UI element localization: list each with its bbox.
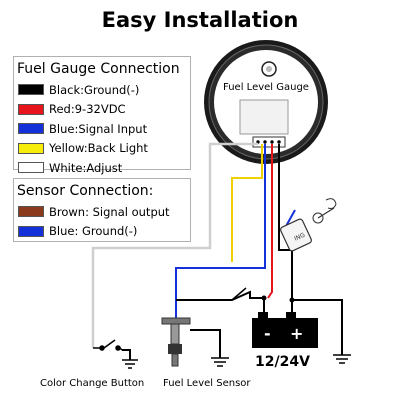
ground-icon [122,359,138,369]
fuel-level-sensor-caption: Fuel Level Sensor [163,378,251,389]
terminal-pin [270,140,274,144]
fuel-gauge: Fuel Level Gauge [204,40,328,164]
button-ground-line [122,349,131,360]
battery-voltage-label: 12/24V [255,354,310,370]
terminal-pin [277,140,281,144]
white-wire [91,142,258,348]
swatch-black [18,84,44,96]
switch-arm [231,287,247,301]
legend-item-yellow: Yellow:Back Light [14,139,190,159]
battery-icon: - + [252,312,318,348]
red-wire [267,144,273,299]
legend-label: Blue: Ground(-) [49,224,138,239]
swatch-blue [18,225,44,237]
legend-label: Yellow:Back Light [49,141,148,156]
sensor-connection-legend: Sensor Connection: Brown: Signal output … [13,178,191,242]
sensor-ground-line [190,329,221,358]
swatch-white [18,162,44,174]
terminal-pin [263,140,267,144]
fuel-level-sensor-icon [161,317,191,367]
ignition-switch-icon: ING [280,198,337,252]
gauge-display [239,99,289,135]
junction-dot [261,295,267,301]
page-title: Easy Installation [101,8,299,32]
battery-minus: - [264,324,271,343]
legend-label: Red:9-32VDC [49,102,126,117]
black-wire [278,144,293,318]
legend-label: White:Adjust [49,160,123,175]
legend-label: Blue:Signal Input [49,121,148,136]
power-line [176,290,265,318]
swatch-blue [18,123,44,135]
yellow-wire [231,144,263,262]
legend-item-blue-ground: Blue: Ground(-) [14,222,190,242]
sensor-connection-heading: Sensor Connection: [17,183,154,199]
legend-label: Brown: Signal output [49,204,170,219]
color-change-button-icon [93,339,123,351]
svg-text:ING: ING [293,232,306,243]
legend-item-white: White:Adjust [14,158,190,178]
swatch-yellow [18,142,44,154]
battery-plus: + [290,324,303,343]
ground-icon [211,357,229,367]
legend-item-blue: Blue:Signal Input [14,119,190,139]
color-change-button-caption: Color Change Button [40,378,145,389]
swatch-red [18,103,44,115]
swatch-brown [18,206,44,218]
gauge-face-label: Fuel Level Gauge [223,82,309,93]
ground-line [292,299,343,355]
fuel-gauge-connection-legend: Fuel Gauge Connection Black:Ground(-) Re… [13,56,191,175]
legend-label: Black:Ground(-) [49,82,140,97]
ground-icon [333,354,351,364]
gauge-indicator-icon [261,61,277,77]
wires [91,142,343,360]
fuel-gauge-connection-heading: Fuel Gauge Connection [17,61,180,77]
legend-item-black: Black:Ground(-) [14,80,190,100]
junction-dot [289,297,295,303]
legend-item-red: Red:9-32VDC [14,100,190,120]
blue-signal-wire [175,144,266,318]
legend-item-brown: Brown: Signal output [14,202,190,222]
gauge-indicator-dot [266,66,272,72]
terminal-block [252,136,286,148]
